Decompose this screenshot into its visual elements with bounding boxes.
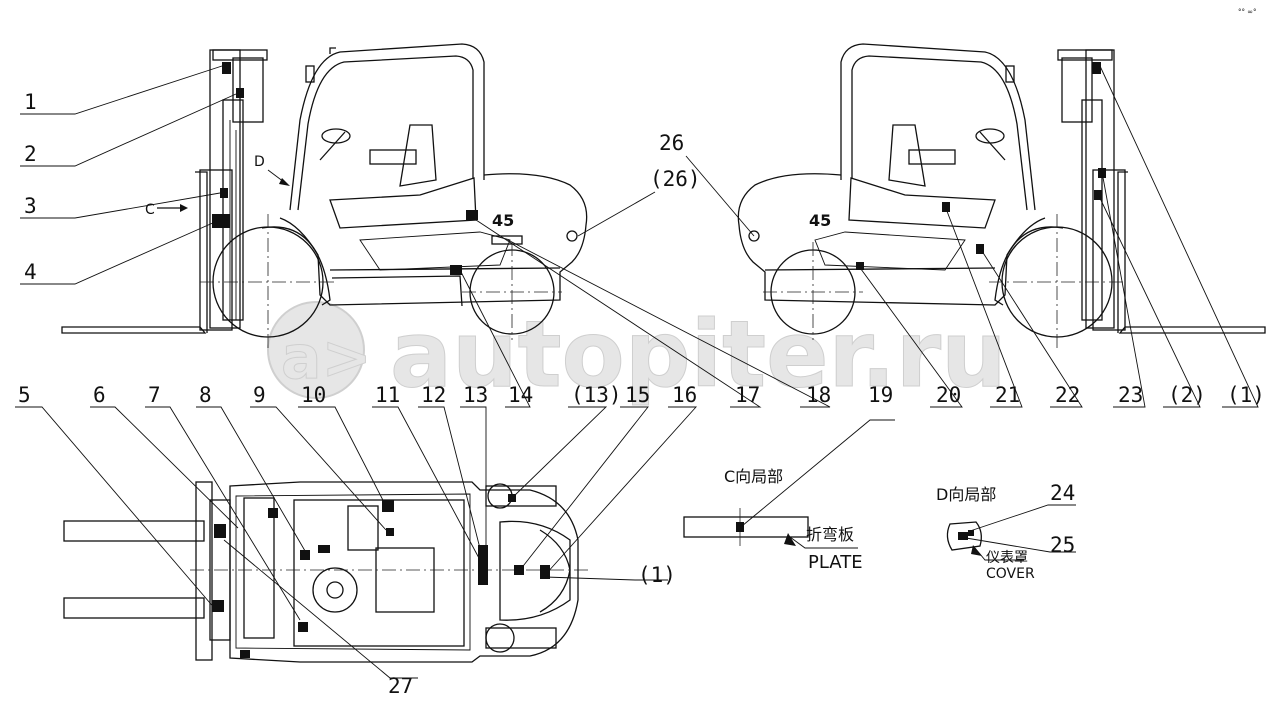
forklift-left-side-view: 45 C D	[61, 43, 588, 350]
model-badge-right: 45	[809, 211, 831, 230]
decal-25	[958, 532, 968, 540]
decal-20-right	[856, 262, 864, 270]
callout-9: 9	[253, 383, 266, 407]
callout-21: 21	[995, 383, 1020, 407]
callout-27: 27	[388, 674, 413, 698]
decal-26-right	[748, 230, 760, 242]
callout-5: 5	[18, 383, 31, 407]
callout-25: 25	[1050, 533, 1075, 557]
callout-4: 4	[24, 260, 37, 284]
decal-7-top	[268, 508, 278, 518]
callout-26: 26	[659, 131, 684, 155]
callouts-top-row: 26 (26)	[577, 131, 755, 237]
decal-2-left	[236, 88, 244, 98]
callout-15: 15	[625, 383, 650, 407]
watermark-text: autopiter.ru	[390, 301, 1007, 408]
decal-6-top	[214, 524, 226, 538]
c-detail-title: C向局部	[724, 467, 783, 486]
callout-10: 10	[301, 383, 326, 407]
decal-10-top	[382, 500, 394, 512]
decal-24	[968, 530, 974, 536]
callout-19: 19	[868, 383, 893, 407]
callout-3: 3	[24, 194, 37, 218]
decal-18-left	[491, 235, 523, 245]
plate-label-cn: 折弯板	[806, 525, 854, 544]
cover-label-en: COVER	[986, 566, 1035, 582]
decal-26p-left	[566, 230, 578, 242]
callout-1: 1	[24, 90, 37, 114]
c-detail-view: C向局部 折弯板 PLATE	[683, 419, 895, 573]
callout-6: 6	[93, 383, 106, 407]
callout-16: 16	[672, 383, 697, 407]
view-d-arrow-label: D	[254, 154, 265, 170]
decal-16-top	[540, 565, 550, 579]
plate-label-en: PLATE	[808, 552, 863, 573]
decal-1p-right	[1092, 62, 1101, 74]
watermark-logo: a>	[281, 323, 372, 393]
callout-22: 22	[1055, 383, 1080, 407]
callout-2: 2	[24, 142, 37, 166]
callouts-left-view: 1 2 3 4	[20, 65, 237, 285]
decal-13p-top	[508, 494, 516, 502]
callout-26-paren: (26)	[650, 167, 701, 191]
decal-bottom-top	[240, 650, 250, 658]
decal-17-left	[466, 210, 478, 220]
callout-12: 12	[421, 383, 446, 407]
callouts-top-view-extra: 27 (1)	[223, 539, 676, 698]
decal-21-right	[942, 202, 950, 212]
callout-8: 8	[199, 383, 212, 407]
decal-1-left	[222, 62, 231, 74]
forklift-top-view	[63, 481, 590, 663]
decal-3-left	[220, 188, 228, 198]
callout-17: 17	[735, 383, 760, 407]
d-detail-view: D向局部 24 25 仪表罩 COVER	[936, 481, 1076, 582]
decal-9-top	[318, 545, 330, 553]
decal-10b-top	[386, 528, 394, 536]
callout-2-paren: (2)	[1168, 383, 1206, 407]
decal-14-left	[450, 265, 462, 275]
decal-27-top	[298, 622, 308, 632]
decal-15-top	[514, 565, 524, 575]
callout-24: 24	[1050, 481, 1075, 505]
decal-19	[736, 522, 744, 532]
view-c-arrow-label: C	[145, 202, 155, 218]
callout-20: 20	[936, 383, 961, 407]
callout-13: 13	[463, 383, 488, 407]
callout-1-paren-top: (1)	[1227, 383, 1265, 407]
callout-7: 7	[148, 383, 161, 407]
decal-5-top	[212, 600, 224, 612]
d-detail-title: D向局部	[936, 485, 996, 504]
decal-8-top	[300, 550, 310, 560]
callouts-bottom-row: 5 6 7 8 9 10 11 12 13 14 (13) 15 16 17 1…	[15, 65, 1265, 621]
forklift-right-side-view: 45	[737, 43, 1266, 350]
corner-mark: °° ∞°	[1238, 8, 1257, 16]
callout-18: 18	[806, 383, 831, 407]
callout-11: 11	[375, 383, 400, 407]
callout-1-paren: (1)	[638, 563, 676, 587]
decal-4-left	[212, 214, 230, 228]
callout-13-paren: (13)	[571, 383, 622, 407]
watermark: a> autopiter.ru	[267, 301, 1007, 409]
callout-14: 14	[508, 383, 533, 407]
callout-23: 23	[1118, 383, 1143, 407]
decal-11-13-top	[478, 545, 488, 585]
model-badge-left: 45	[492, 211, 514, 230]
cover-label-cn: 仪表罩	[986, 550, 1028, 566]
decal-22-right	[976, 244, 984, 254]
